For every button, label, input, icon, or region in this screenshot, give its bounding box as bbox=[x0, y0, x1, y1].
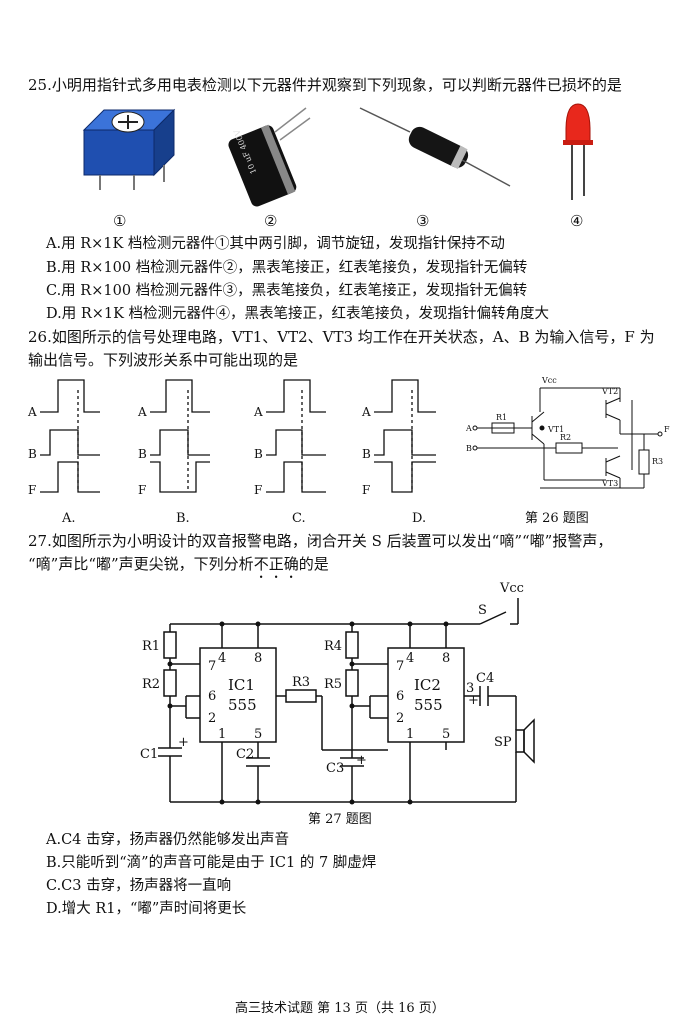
q25-option-a: A.用 R×1K 档检测元器件①其中两引脚，调节旋钮，发现指针保持不动 bbox=[46, 236, 505, 252]
q26-option-a: A. bbox=[61, 511, 76, 526]
q26-r2-label: R2 bbox=[560, 433, 571, 442]
q25-component-images: 10 uF 400V bbox=[82, 103, 593, 207]
q26-figure: A B F A B F A B F A B F A. B. C. D. 第 26… bbox=[27, 376, 670, 526]
q26-r3-label: R3 bbox=[652, 457, 663, 466]
q26-vt1-label: VT1 bbox=[547, 425, 564, 434]
q27-c2-label: C2 bbox=[236, 747, 254, 762]
q26-option-b: B. bbox=[176, 511, 190, 526]
wave-d-label-a: A bbox=[361, 405, 371, 419]
q25-option-c: C.用 R×100 档检测元器件③，黑表笔接负，红表笔接正，发现指针无偏转 bbox=[46, 283, 528, 299]
ic1-pin-1: 1 bbox=[218, 727, 226, 742]
q27-c1-label: C1 bbox=[140, 747, 158, 762]
q27-c4-plus: + bbox=[468, 693, 479, 708]
q27-emphasis-text: 不正确 bbox=[253, 555, 299, 573]
q26-vt3-label: VT3 bbox=[601, 479, 618, 488]
q26-output-f-label: F bbox=[664, 425, 670, 434]
q26-figure-caption: 第 26 题图 bbox=[525, 511, 589, 526]
diode-image bbox=[359, 107, 511, 187]
q26-option-c: C. bbox=[292, 511, 306, 526]
q25-option-d: D.用 R×1K 档检测元器件④，黑表笔接正，红表笔接负，发现指针偏转角度大 bbox=[46, 306, 550, 322]
q27-r5-label: R5 bbox=[324, 677, 342, 692]
q26-circuit bbox=[472, 387, 663, 489]
q25-label-3: ③ bbox=[416, 212, 430, 230]
ic1-pin-8: 8 bbox=[254, 651, 262, 666]
q27-option-a: A.C4 击穿，扬声器仍然能够发出声音 bbox=[46, 832, 290, 848]
q27-c1-plus: + bbox=[178, 735, 189, 750]
ic1-pin-5: 5 bbox=[254, 727, 262, 742]
q26-input-b-label: B bbox=[466, 444, 472, 453]
q27-r4-label: R4 bbox=[324, 639, 342, 654]
wave-a-label-a: A bbox=[27, 405, 37, 419]
ic2-pin-7: 7 bbox=[396, 659, 404, 674]
q26-stem-line2: 输出信号。下列波形关系中可能出现的是 bbox=[28, 351, 299, 369]
q25-option-b: B.用 R×100 档检测元器件②，黑表笔接正，红表笔接负，发现指针无偏转 bbox=[46, 260, 528, 276]
q27-c4-label: C4 bbox=[476, 671, 494, 686]
ic2-pin-4: 4 bbox=[406, 651, 414, 666]
ic1-pin-2: 2 bbox=[208, 711, 216, 726]
q27-figure: Vcc S R1 R2 R3 R4 R5 C1 C2 C3 C4 SP + + … bbox=[140, 581, 535, 805]
q27-figure-caption: 第 27 题图 bbox=[308, 812, 372, 827]
wave-b-label-b: B bbox=[138, 447, 147, 461]
q26-option-d: D. bbox=[412, 511, 426, 526]
q27-stem-line1: 27.如图所示为小明设计的双音报警电路，闭合开关 S 后装置可以发出“嘀”“嘟”… bbox=[28, 532, 613, 550]
q25-label-1: ① bbox=[113, 212, 127, 230]
ic1-name: IC1 bbox=[228, 676, 255, 694]
q27-c3-plus: + bbox=[356, 753, 367, 768]
page-footer: 高三技术试题 第 13 页（共 16 页） bbox=[235, 1001, 445, 1016]
q27-switch-label: S bbox=[478, 603, 487, 618]
q25-stem: 25.小明用指针式多用电表检测以下元器件并观察到下列现象，可以判断元器件已损坏的… bbox=[28, 76, 622, 94]
wave-d-label-f: F bbox=[362, 483, 370, 497]
q27-speaker-label: SP bbox=[494, 735, 512, 750]
q27-stem-line2-start: “嘀”声比“嘟”声更尖锐，下列分析 bbox=[28, 555, 254, 573]
wave-c-label-b: B bbox=[254, 447, 263, 461]
q27-c3-label: C3 bbox=[326, 761, 344, 776]
potentiometer-image bbox=[82, 108, 176, 190]
q27-option-b: B.只能听到“滴”的声音可能是由于 IC1 的 7 脚虚焊 bbox=[46, 855, 377, 871]
ic2-chip-type: 555 bbox=[414, 696, 443, 714]
capacitor-image: 10 uF 400V bbox=[228, 107, 311, 207]
ic2-name: IC2 bbox=[414, 676, 441, 694]
ic2-pin-5: 5 bbox=[442, 727, 450, 742]
q27-option-c: C.C3 击穿，扬声器将一直响 bbox=[46, 878, 232, 894]
waveform-option-b bbox=[150, 379, 210, 493]
q26-vcc-label: Vcc bbox=[541, 376, 557, 385]
q27-vcc-label: Vcc bbox=[499, 581, 524, 596]
q27-option-d: D.增大 R1，“嘟”声时间将更长 bbox=[46, 901, 247, 917]
ic2-pin-2: 2 bbox=[396, 711, 404, 726]
waveform-option-d bbox=[374, 379, 436, 493]
wave-c-label-a: A bbox=[253, 405, 263, 419]
q25-label-2: ② bbox=[264, 212, 278, 230]
wave-b-label-a: A bbox=[137, 405, 147, 419]
ic1-pin-7: 7 bbox=[208, 659, 216, 674]
waveform-option-c bbox=[266, 379, 326, 493]
led-image bbox=[563, 103, 593, 200]
wave-a-label-f: F bbox=[28, 483, 36, 497]
ic1-pin-6: 6 bbox=[208, 689, 216, 704]
wave-d-label-b: B bbox=[362, 447, 371, 461]
ic1-chip-type: 555 bbox=[228, 696, 257, 714]
q26-r1-label: R1 bbox=[496, 413, 507, 422]
q27-r2-label: R2 bbox=[142, 677, 160, 692]
wave-c-label-f: F bbox=[254, 483, 262, 497]
ic2-pin-8: 8 bbox=[442, 651, 450, 666]
q26-input-a-label: A bbox=[465, 424, 472, 433]
ic2-pin-1: 1 bbox=[406, 727, 414, 742]
q27-r1-label: R1 bbox=[142, 639, 160, 654]
waveform-option-a bbox=[40, 379, 100, 493]
q27-stem-line2-end: 的是 bbox=[298, 555, 329, 573]
ic1-pin-4: 4 bbox=[218, 651, 226, 666]
q26-stem-line1: 26.如图所示的信号处理电路，VT1、VT2、VT3 均工作在开关状态，A、B … bbox=[28, 328, 655, 346]
wave-b-label-f: F bbox=[138, 483, 146, 497]
q26-vt2-label: VT2 bbox=[601, 387, 618, 396]
wave-a-label-b: B bbox=[28, 447, 37, 461]
q25-label-4: ④ bbox=[570, 212, 584, 230]
q27-stem-line2: “嘀”声比“嘟”声更尖锐，下列分析不正确的是 bbox=[28, 554, 329, 582]
ic2-pin-3: 3 bbox=[466, 681, 474, 696]
q27-r3-label: R3 bbox=[292, 675, 310, 690]
ic2-pin-6: 6 bbox=[396, 689, 404, 704]
